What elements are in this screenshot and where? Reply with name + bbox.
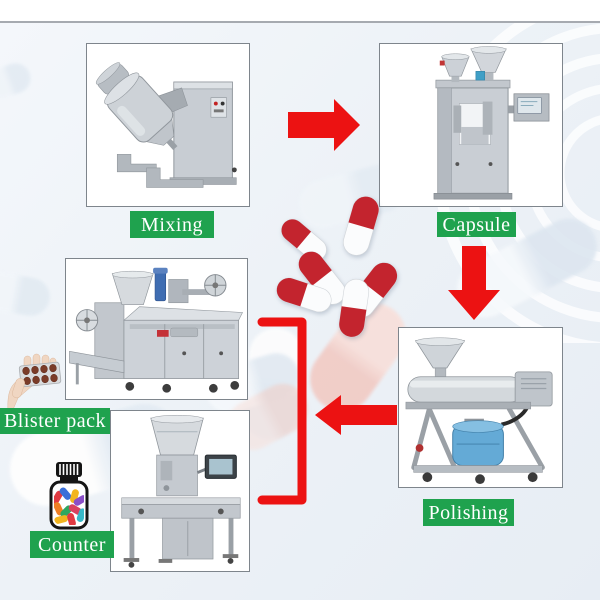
capsule bbox=[343, 196, 379, 256]
pill-bottle-icon bbox=[49, 462, 89, 530]
arrow-polishing-to-packaging bbox=[315, 395, 397, 435]
capsule-cluster bbox=[276, 196, 398, 338]
blister-machine-frame bbox=[65, 258, 248, 400]
stage-label-capsule-text: Capsule bbox=[442, 213, 511, 236]
top-white-strip bbox=[0, 0, 600, 21]
stage-label-polishing: Polishing bbox=[423, 499, 514, 526]
stage-label-counter-text: Counter bbox=[38, 533, 106, 556]
capsule bbox=[276, 277, 332, 313]
stage-label-polishing-text: Polishing bbox=[428, 501, 509, 524]
mixing-machine-image bbox=[95, 62, 237, 188]
stage-label-blister-pack-text: Blister pack bbox=[3, 410, 107, 432]
stage-label-blister-pack: Blister pack bbox=[0, 408, 110, 434]
capsule-machine-frame bbox=[379, 43, 563, 207]
stage-label-mixing-text: Mixing bbox=[141, 213, 203, 236]
arrow-mixing-to-capsule bbox=[288, 99, 360, 151]
top-divider-line bbox=[0, 21, 600, 23]
blister-machine-image bbox=[69, 267, 243, 393]
hand-blister-icon bbox=[7, 353, 62, 412]
stage-label-mixing: Mixing bbox=[130, 211, 214, 238]
mixing-machine-frame bbox=[86, 43, 250, 207]
counter-machine-frame bbox=[110, 410, 250, 572]
arrow-capsule-to-polishing bbox=[448, 246, 500, 320]
stage-label-counter: Counter bbox=[30, 531, 114, 558]
counter-machine-image bbox=[121, 414, 241, 568]
bracket-blister-and-counter bbox=[257, 317, 307, 505]
stage-label-capsule: Capsule bbox=[437, 212, 516, 237]
capsule-machine-image bbox=[433, 46, 550, 200]
capsule bbox=[338, 278, 370, 338]
polishing-machine-image bbox=[405, 337, 553, 485]
capsule bbox=[281, 219, 327, 261]
polishing-machine-frame bbox=[398, 327, 563, 488]
